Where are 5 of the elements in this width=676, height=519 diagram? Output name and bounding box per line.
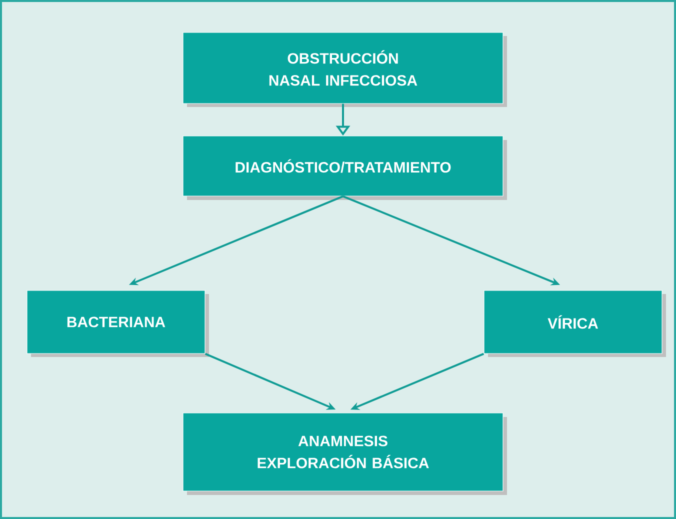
process-box: DIAGNÓSTICO/TRATAMIENTO: [182, 136, 504, 196]
process-box: VÍRICA: [484, 290, 662, 354]
process-box: ANAMNESIS EXPLORACIÓN BÁSICA: [182, 412, 504, 492]
process-box: BACTERIANA: [26, 290, 206, 354]
process-box: OBSTRUCCIÓN NASAL INFECCIOSA: [182, 32, 504, 104]
